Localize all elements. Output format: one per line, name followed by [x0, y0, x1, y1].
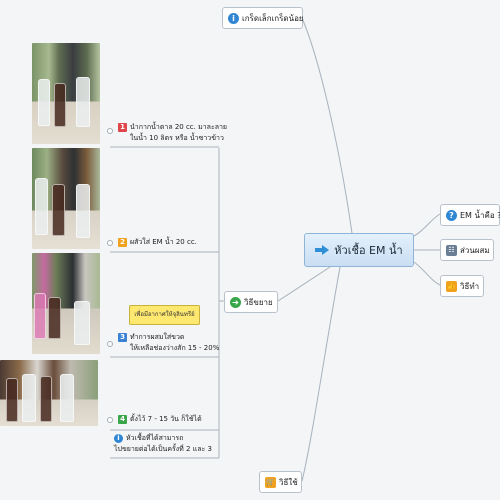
step-number-badge: 1	[118, 123, 127, 132]
step-3-line1: ทำการผสมใส่ขวด	[130, 333, 185, 341]
topic-what-label: EM น้ำคือ ?	[460, 210, 500, 220]
question-icon: ?	[446, 209, 457, 221]
step-number-badge: 2	[118, 238, 127, 247]
collapse-dot[interactable]	[107, 128, 113, 134]
link-steps-trunk	[218, 148, 224, 458]
note-line1: หัวเชื้อที่ได้สามารถ	[126, 434, 184, 442]
arrow-right-icon	[315, 245, 330, 255]
arrow-circle-icon: ➜	[230, 296, 241, 308]
step-1-line2: ในน้ำ 10 ลิตร หรือ น้ำซาวข้าว	[130, 134, 224, 142]
link-howto	[413, 261, 441, 286]
step-1[interactable]: 1 นำกากน้ำตาล 20 cc. มาละลาย ในน้ำ 10 ลิ…	[118, 122, 227, 144]
callout-note: เพื่อมีอากาศให้จุลินทรีย์	[129, 305, 200, 325]
list-icon: ☷	[446, 244, 457, 256]
cart-icon: 🛒	[265, 476, 276, 488]
step-3-photo	[32, 253, 100, 354]
step-3[interactable]: 3 ทำการผสมใส่ขวด ให้เหลือช่องว่างสัก 15 …	[118, 332, 219, 354]
step-4[interactable]: 4 ตั้งไว้ 7 - 15 วัน ก็ใช้ได้	[118, 414, 202, 425]
note-line2: ไปขยายต่อได้เป็นครั้งที่ 2 และ 3	[114, 445, 212, 453]
topic-usage-label: วิธีใช้	[279, 477, 298, 487]
collapse-dot[interactable]	[107, 240, 113, 246]
topic-what[interactable]: ? EM น้ำคือ ?	[440, 204, 500, 226]
central-topic[interactable]: หัวเชื้อ EM น้ำ	[304, 233, 414, 267]
note-leaf[interactable]: i หัวเชื้อที่ได้สามารถ ไปขยายต่อได้เป็นค…	[114, 433, 212, 455]
step-2[interactable]: 2 ผสัวใส่ EM น้ำ 20 cc.	[118, 237, 197, 248]
info-icon: i	[114, 434, 123, 443]
topic-howto-label: วิธีทำ	[460, 281, 480, 291]
link-usage	[301, 266, 341, 482]
step-1-photo	[32, 43, 100, 144]
topic-tips-label: เกร็ดเล็กเกร็ดน้อย	[242, 13, 304, 23]
step-4-photo	[0, 360, 98, 426]
central-topic-label: หัวเชื้อ EM น้ำ	[334, 244, 403, 257]
topic-expand-label: วิธีขยาย	[244, 297, 273, 307]
step-4-line1: ตั้งไว้ 7 - 15 วัน ก็ใช้ได้	[130, 415, 202, 423]
info-icon: i	[228, 12, 239, 24]
step-2-line1: ผสัวใส่ EM น้ำ 20 cc.	[130, 238, 197, 246]
step-number-badge: 4	[118, 415, 127, 424]
link-what	[413, 213, 441, 237]
topic-usage[interactable]: 🛒 วิธีใช้	[259, 471, 302, 493]
step-number-badge: 3	[118, 333, 127, 342]
collapse-dot[interactable]	[107, 341, 113, 347]
step-3-line2: ให้เหลือช่องว่างสัก 15 - 20%	[130, 344, 220, 352]
link-top	[301, 17, 353, 234]
collapse-dot[interactable]	[107, 417, 113, 423]
topic-howto[interactable]: 👍 วิธีทำ	[440, 275, 484, 297]
topic-ingredients-label: ส่วนผสม	[460, 245, 490, 255]
link-expand	[277, 266, 331, 302]
thumb-icon: 👍	[446, 280, 457, 292]
topic-expand[interactable]: ➜ วิธีขยาย	[224, 291, 278, 313]
topic-ingredients[interactable]: ☷ ส่วนผสม	[440, 239, 494, 261]
topic-tips[interactable]: i เกร็ดเล็กเกร็ดน้อย	[222, 7, 304, 29]
step-2-photo	[32, 148, 100, 249]
step-1-line1: นำกากน้ำตาล 20 cc. มาละลาย	[130, 123, 228, 131]
